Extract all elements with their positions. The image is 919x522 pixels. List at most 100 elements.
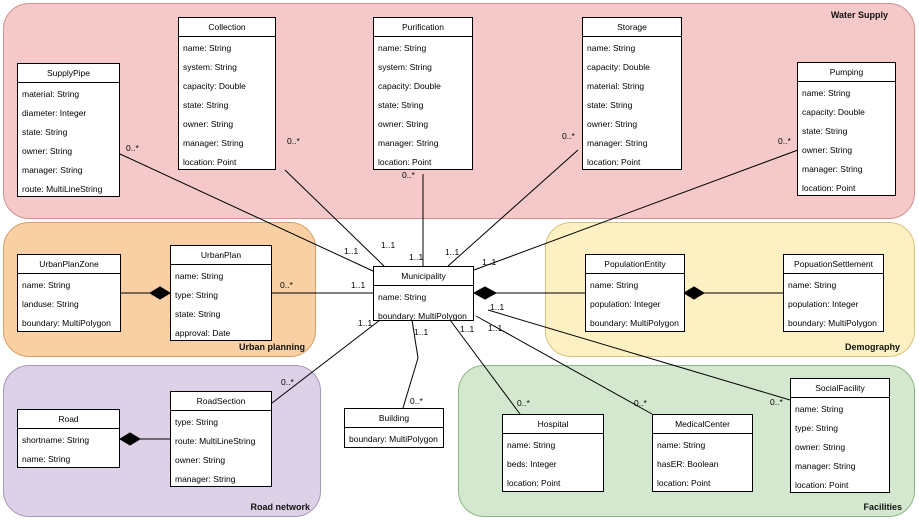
class-name: SocialFacility <box>791 379 889 398</box>
class-medicalcenter[interactable]: MedicalCenter name: String hasER: Boolea… <box>652 414 753 492</box>
mult-hospital-one: 1..1 <box>460 324 475 334</box>
class-purification[interactable]: Purification name: String system: String… <box>373 17 473 170</box>
class-attribute: manager: String <box>22 165 83 175</box>
class-attribute: name: String <box>22 454 71 464</box>
class-urbanplanzone[interactable]: UrbanPlanZone name: String landuse: Stri… <box>17 254 121 332</box>
class-name: Municipality <box>374 267 473 286</box>
composition-diamond-populationentity <box>683 286 705 300</box>
class-populationsettlement[interactable]: PopuationSettlement name: String populat… <box>783 254 884 332</box>
mult-urbanplan-one: 1..1 <box>351 280 366 290</box>
class-attribute: boundary: MultiPolygon <box>349 434 438 444</box>
mult-roadsection-many: 0..* <box>281 377 294 387</box>
class-attribute: state: String <box>378 100 424 110</box>
class-attribute: manager: String <box>183 138 244 148</box>
class-attribute: name: String <box>22 280 71 290</box>
region-title-urban-planning: Urban planning <box>239 342 305 352</box>
class-attribute: population: Integer <box>590 299 661 309</box>
class-building[interactable]: Building boundary: MultiPolygon <box>344 408 444 448</box>
class-name: Building <box>345 409 443 428</box>
class-name: SupplyPipe <box>18 64 119 83</box>
link-collection-municipality <box>284 169 385 267</box>
class-attribute: population: Integer <box>788 299 859 309</box>
mult-building-one: 1..1 <box>414 327 429 337</box>
mult-building-many: 0..* <box>410 396 423 406</box>
mult-roadsection-one: 1..1 <box>358 318 373 328</box>
class-attribute: location: Point <box>795 480 849 490</box>
class-storage[interactable]: Storage name: String capacity: Double ma… <box>582 17 682 170</box>
class-attribute: boundary: MultiPolygon <box>22 318 111 328</box>
class-attribute: name: String <box>183 43 232 53</box>
class-attribute: beds: Integer <box>507 459 557 469</box>
mult-pumping-one: 1..1 <box>482 257 497 267</box>
class-attribute: boundary: MultiPolygon <box>378 311 467 321</box>
region-title-water-supply: Water Supply <box>830 10 888 20</box>
class-name: Hospital <box>503 415 603 434</box>
link-hospital-municipality <box>449 319 521 415</box>
class-attribute: owner: String <box>22 146 73 156</box>
class-attribute: name: String <box>657 440 706 450</box>
class-name: PopulationEntity <box>586 255 684 274</box>
class-attribute: type: String <box>175 290 218 300</box>
class-attribute: location: Point <box>587 157 641 167</box>
mult-hospital-many: 0..* <box>517 398 530 408</box>
class-attribute: state: String <box>802 126 848 136</box>
composition-diamond-road <box>119 432 141 446</box>
class-attribute: capacity: Double <box>183 81 246 91</box>
class-name: Road <box>18 410 119 429</box>
class-municipality[interactable]: Municipality name: String boundary: Mult… <box>373 266 474 321</box>
class-attribute: manager: String <box>802 164 863 174</box>
class-pumping[interactable]: Pumping name: String capacity: Double st… <box>797 62 896 196</box>
class-collection[interactable]: Collection name: String system: String c… <box>178 17 276 170</box>
class-name: Collection <box>179 18 275 37</box>
class-attribute: owner: String <box>587 119 638 129</box>
class-attribute: state: String <box>175 309 221 319</box>
link-socialfacility-municipality <box>487 309 791 401</box>
class-supplypipe[interactable]: SupplyPipe material: String diameter: In… <box>17 63 120 197</box>
class-attribute: location: Point <box>657 478 711 488</box>
class-roadsection[interactable]: RoadSection type: String route: MultiLin… <box>170 391 272 487</box>
mult-pumping-many: 0..* <box>778 136 791 146</box>
class-socialfacility[interactable]: SocialFacility name: String type: String… <box>790 378 890 493</box>
class-attribute: manager: String <box>378 138 439 148</box>
class-attribute: location: Point <box>378 157 432 167</box>
class-attribute: capacity: Double <box>587 62 650 72</box>
class-attribute: owner: String <box>175 455 226 465</box>
class-attribute: capacity: Double <box>802 107 865 117</box>
class-attribute: state: String <box>22 127 68 137</box>
class-attribute: manager: String <box>587 138 648 148</box>
class-attribute: owner: String <box>378 119 429 129</box>
class-road[interactable]: Road shortname: String name: String <box>17 409 120 468</box>
class-attribute: location: Point <box>802 183 856 193</box>
region-title-road-network: Road network <box>250 502 310 512</box>
link-roadsection-municipality <box>271 319 381 404</box>
class-attribute: state: String <box>587 100 633 110</box>
link-pumping-municipality <box>473 149 799 271</box>
class-name: UrbanPlanZone <box>18 255 120 274</box>
mult-supplypipe-many: 0..* <box>126 143 139 153</box>
mult-supplypipe-one: 1..1 <box>344 246 359 256</box>
class-urbanplan[interactable]: UrbanPlan name: String type: String stat… <box>170 245 272 341</box>
class-attribute: location: Point <box>507 478 561 488</box>
class-populationentity[interactable]: PopulationEntity name: String population… <box>585 254 685 332</box>
class-attribute: system: String <box>378 62 432 72</box>
class-attribute: shortname: String <box>22 435 90 445</box>
link-building-municipality <box>402 319 419 409</box>
mult-medicalcenter-many: 0..* <box>634 398 647 408</box>
class-attribute: landuse: String <box>22 299 79 309</box>
class-attribute: diameter: Integer <box>22 108 87 118</box>
class-attribute: route: MultiLineString <box>175 436 256 446</box>
class-attribute: owner: String <box>183 119 234 129</box>
class-attribute: name: String <box>587 43 636 53</box>
class-attribute: state: String <box>183 100 229 110</box>
class-attribute: material: String <box>22 89 80 99</box>
mult-storage-one: 1..1 <box>445 247 460 257</box>
class-attribute: system: String <box>183 62 237 72</box>
class-hospital[interactable]: Hospital name: String beds: Integer loca… <box>502 414 604 492</box>
class-attribute: owner: String <box>795 442 846 452</box>
region-title-demography: Demography <box>844 342 900 352</box>
region-title-facilities: Facilities <box>863 502 902 512</box>
mult-socialfacility-one: 1..1 <box>490 302 505 312</box>
link-storage-municipality <box>447 149 579 267</box>
class-attribute: boundary: MultiPolygon <box>788 318 877 328</box>
class-attribute: approval: Date <box>175 328 231 338</box>
